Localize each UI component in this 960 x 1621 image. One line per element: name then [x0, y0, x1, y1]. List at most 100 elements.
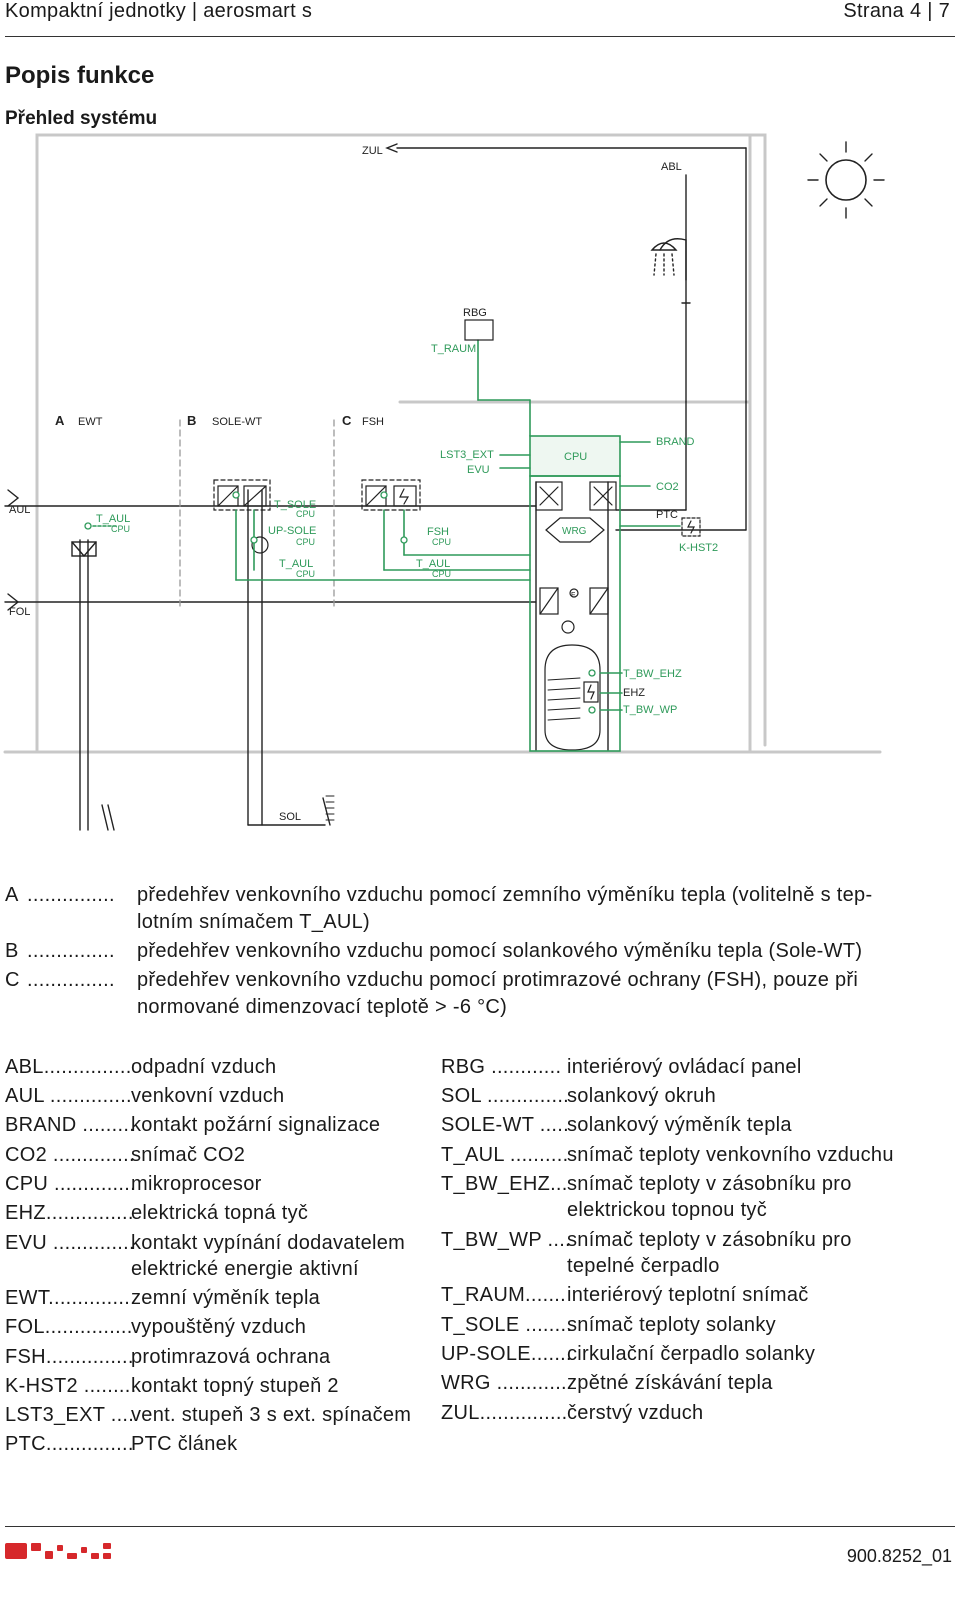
glossary-abbr: RBG ............ — [441, 1056, 562, 1078]
glossary-abbr: AUL .............. — [5, 1085, 132, 1107]
glossary-text: snímač teploty v zásobníku pro — [567, 1229, 852, 1251]
glossary-abbr: CPU .............. — [5, 1173, 136, 1195]
glossary-text: interiérový ovládací panel — [567, 1056, 802, 1078]
glossary-abbr: LST3_EXT .... — [5, 1404, 135, 1426]
label-sol: SOL — [279, 811, 301, 823]
description-text: předehřev venkovního vzduchu pomocí zemn… — [137, 884, 873, 906]
glossary-text: snímač CO2 — [131, 1144, 246, 1166]
label-wrg: WRG — [562, 526, 587, 537]
label-ehz: EHZ — [623, 687, 645, 699]
glossary-abbr: EHZ............... — [5, 1202, 134, 1224]
label-cpu-tb: CPU — [296, 569, 315, 579]
glossary-text: snímač teploty v zásobníku pro — [567, 1173, 852, 1195]
glossary-abbr: WRG ............ — [441, 1372, 567, 1394]
glossary-abbr: UP-SOLE....... — [441, 1343, 572, 1365]
glossary-abbr: T_RAUM....... — [441, 1284, 567, 1306]
description-text-cont: normované dimenzovací teplotě > -6 °C) — [137, 996, 508, 1018]
glossary-text: vypouštěný vzduch — [131, 1316, 307, 1338]
glossary-text-cont: tepelné čerpadlo — [567, 1255, 720, 1277]
label-t-bw-wp: T_BW_WP — [623, 704, 677, 716]
description-text: předehřev venkovního vzduchu pomocí prot… — [137, 969, 859, 991]
label-cpu-ts: CPU — [296, 509, 315, 519]
label-abl: ABL — [661, 161, 682, 173]
glossary-abbr: FSH............... — [5, 1346, 134, 1368]
description-key: C — [5, 969, 20, 991]
section-subtitle: Přehled systému — [5, 108, 158, 129]
glossary-abbr: EVU .............. — [5, 1232, 135, 1254]
label-t-aul-c: T_AUL — [416, 558, 450, 570]
label-c: C — [342, 413, 352, 428]
description-dots: ............... — [27, 940, 115, 962]
glossary-abbr: PTC............... — [5, 1433, 134, 1455]
glossary-text: zemní výměník tepla — [131, 1287, 321, 1309]
description-c: C ............... předehřev venkovního v… — [5, 967, 945, 1021]
label-fol: FOL — [9, 606, 30, 618]
description-dots: ............... — [27, 969, 115, 991]
page-number: Strana 4 | 7 — [843, 0, 950, 22]
glossary-text: kontakt vypínání dodavatelem — [131, 1232, 406, 1254]
glossary-text: solankový okruh — [567, 1085, 717, 1107]
glossary-abbr: FOL............... — [5, 1316, 133, 1338]
footer-divider — [5, 1526, 955, 1527]
label-cpu-a: CPU — [111, 524, 130, 534]
label-zul: ZUL — [362, 145, 383, 157]
label-f: F — [571, 592, 575, 599]
label-t-aul-b: T_AUL — [279, 558, 313, 570]
glossary-abbr: SOL .............. — [441, 1085, 570, 1107]
section-title: Popis funkce — [5, 62, 155, 89]
glossary-abbr: EWT.............. — [5, 1287, 131, 1309]
label-cpu-tc: CPU — [432, 569, 451, 579]
glossary-text: čerstvý vzduch — [567, 1402, 704, 1424]
description-text-cont: lotním snímačem T_AUL) — [137, 911, 370, 933]
description-dots: ............... — [27, 884, 115, 906]
glossary-text: kontakt požární signalizace — [131, 1114, 381, 1136]
label-a: A — [55, 413, 65, 428]
label-cpu-up: CPU — [296, 537, 315, 547]
label-fsh: FSH — [362, 416, 384, 428]
document-number: 900.8252_01 — [846, 1546, 952, 1566]
label-t-sole: T_SOLE — [274, 499, 316, 511]
glossary-abbr: CO2 .............. — [5, 1144, 135, 1166]
glossary-text: mikroprocesor — [131, 1173, 262, 1195]
glossary-abbr: T_BW_EHZ... — [441, 1173, 568, 1195]
label-aul: AUL — [9, 504, 30, 516]
label-co2: CO2 — [656, 481, 679, 493]
glossary-text: PTC článek — [131, 1433, 238, 1455]
glossary-abbr: SOLE-WT ..... — [441, 1114, 569, 1136]
label-t-aul-a: T_AUL — [96, 513, 130, 525]
label-b: B — [187, 413, 196, 428]
glossary-text: cirkulační čerpadlo solanky — [567, 1343, 816, 1365]
system-diagram: ZUL ABL RBG T_RAUM A EWT B SOLE-WT C FSH… — [3, 133, 885, 831]
glossary-text: elektrická topná tyč — [131, 1202, 309, 1224]
glossary-abbr: T_SOLE ........ — [441, 1314, 573, 1336]
glossary-text: protimrazová ochrana — [131, 1346, 331, 1368]
glossary-text: solankový výměník tepla — [567, 1114, 792, 1136]
label-ewt: EWT — [78, 416, 103, 428]
label-k-hst2: K-HST2 — [679, 542, 718, 554]
glossary-abbr: ABL............... — [5, 1056, 132, 1078]
description-text: předehřev venkovního vzduchu pomocí sola… — [137, 940, 863, 962]
glossary-text: odpadní vzduch — [131, 1056, 277, 1078]
glossary-text: kontakt topný stupeň 2 — [131, 1375, 339, 1397]
glossary-text: vent. stupeň 3 s ext. spínačem — [131, 1404, 412, 1426]
description-a: A ............... předehřev venkovního v… — [5, 882, 945, 936]
label-sole-wt: SOLE-WT — [212, 416, 262, 428]
label-lst3-ext: LST3_EXT — [440, 449, 494, 461]
glossary-text-cont: elektrickou topnou tyč — [567, 1199, 768, 1221]
label-brand: BRAND — [656, 436, 695, 448]
label-rbg: RBG — [463, 307, 487, 319]
glossary-abbr: T_BW_WP .... — [441, 1229, 571, 1251]
glossary-text: snímač teploty solanky — [567, 1314, 776, 1336]
glossary-text: interiérový teplotní snímač — [567, 1284, 809, 1306]
label-fsh-c: FSH — [427, 526, 449, 538]
description-key: B — [5, 940, 19, 962]
glossary-abbr: T_AUL .......... — [441, 1144, 569, 1166]
label-ptc: PTC — [656, 509, 678, 521]
label-cpu-fc: CPU — [432, 537, 451, 547]
header-divider — [5, 36, 955, 37]
glossary-text: zpětné získávání tepla — [567, 1372, 773, 1394]
description-key: A — [5, 884, 19, 906]
label-evu: EVU — [467, 464, 490, 476]
description-b: B ............... předehřev venkovního v… — [5, 938, 945, 965]
glossary-text: venkovní vzduch — [131, 1085, 285, 1107]
